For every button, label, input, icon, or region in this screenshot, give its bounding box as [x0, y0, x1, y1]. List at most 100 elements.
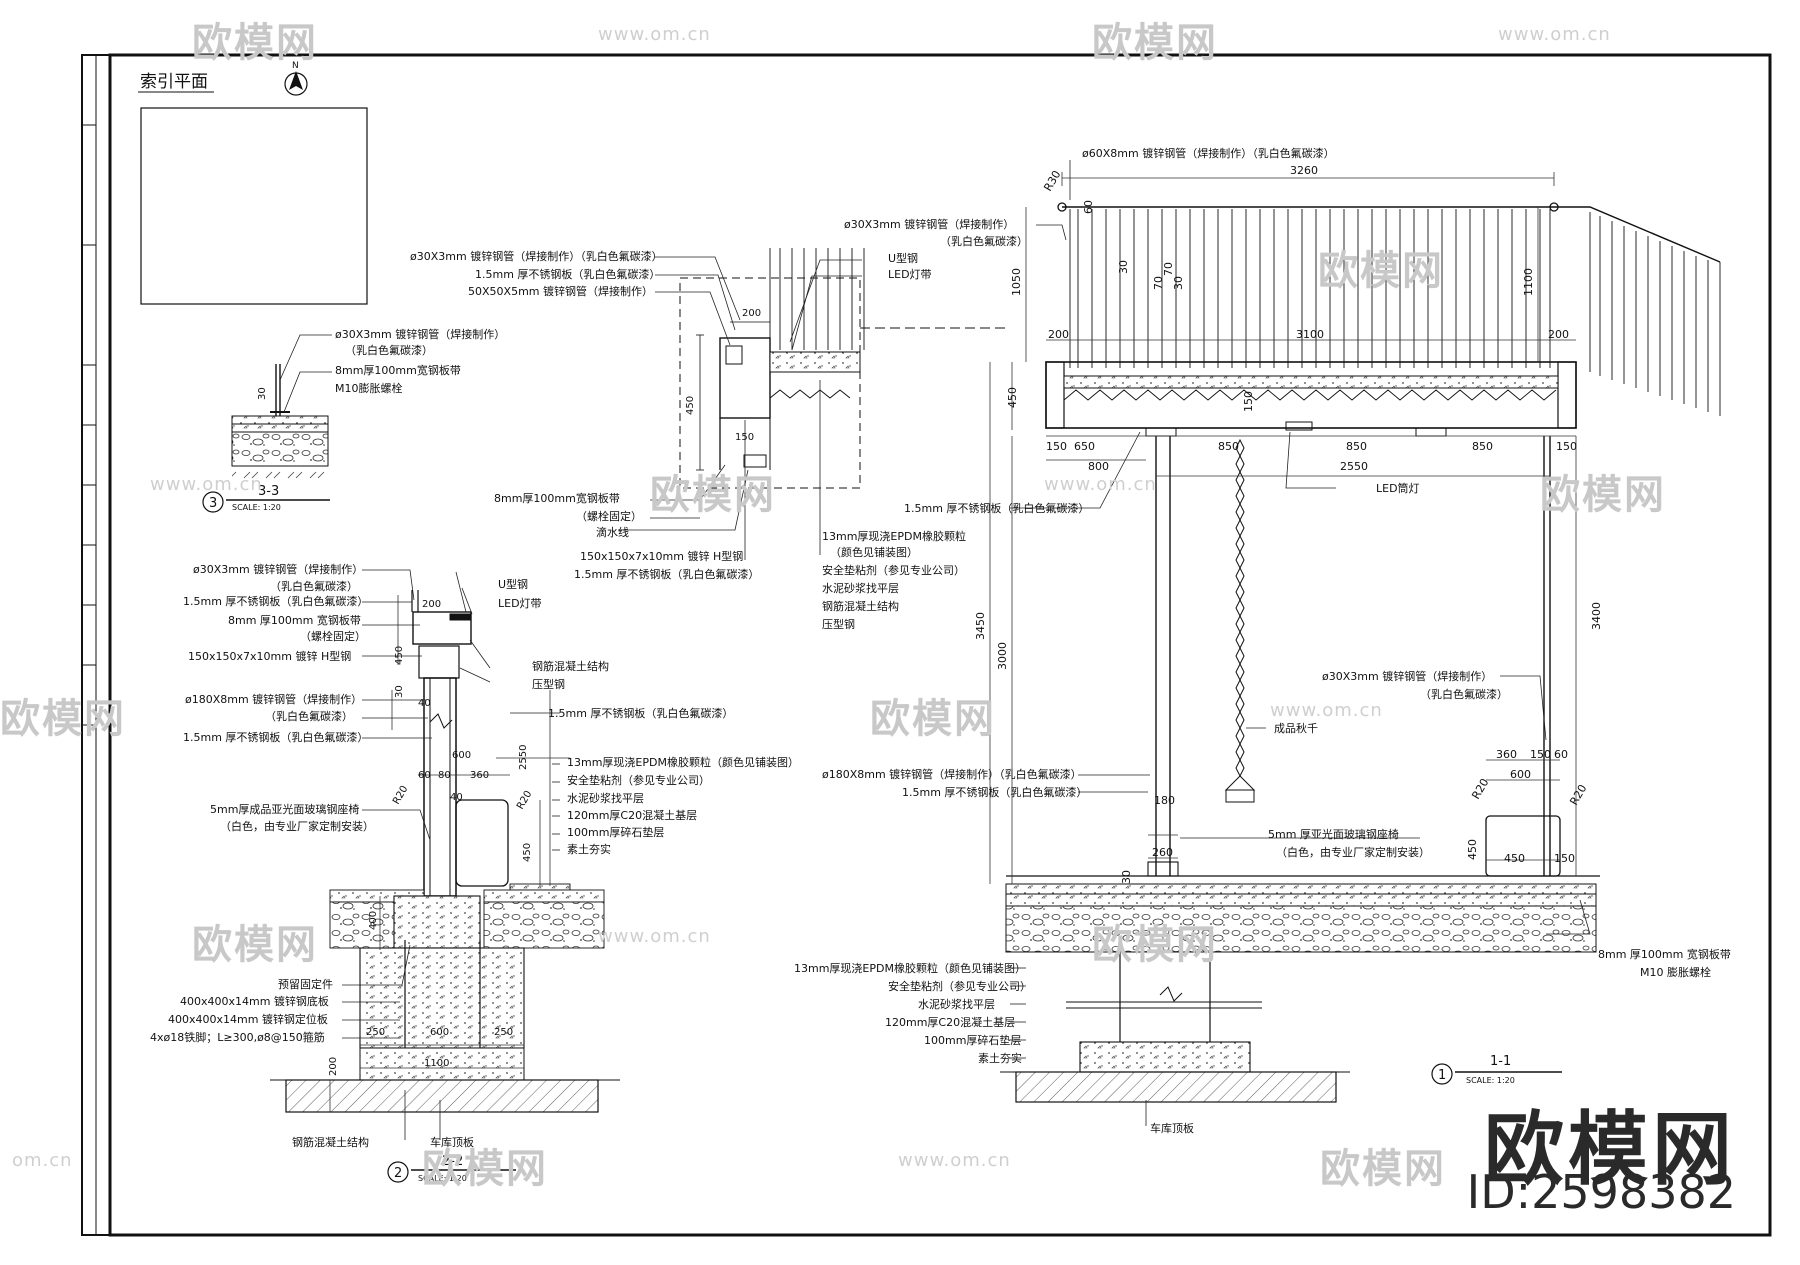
- dim-2-2-6: 600: [452, 750, 471, 761]
- label-1-1-18: 120mm厚C20混凝土基层: [885, 1015, 1015, 1029]
- section-1-1-title: 1-1: [1490, 1054, 1511, 1069]
- dim-1-1-32: 180: [1154, 794, 1175, 807]
- label-detail-15: 钢筋混凝土结构: [822, 599, 899, 613]
- side-railing: [1589, 212, 1721, 416]
- index-plan-title: 索引平面: [140, 72, 208, 92]
- dim-1-1-25: 3400: [1590, 602, 1603, 630]
- label-1-1-4: 1.5mm 厚不锈钢板（乳白色氟碳漆）: [904, 501, 1089, 515]
- dim-detail-200: 200: [742, 308, 761, 319]
- label-2-2-10: 5mm厚成品亚光面玻璃钢座椅: [210, 802, 359, 816]
- watermark: 欧模网: [192, 20, 318, 66]
- label-2-2-17: LED灯带: [498, 597, 542, 610]
- dim-1-1-36: 150: [1554, 852, 1575, 865]
- watermark: 欧模网: [0, 696, 126, 742]
- label-2-2-7: ø180X8mm 镀锌钢管（焊接制作）: [185, 692, 362, 706]
- watermark-url: om.cn: [12, 1150, 73, 1171]
- dim-1-1-3: 60: [1082, 200, 1095, 214]
- dim-2-2-15: 250: [366, 1027, 385, 1038]
- dim-1-1-5: 30: [1117, 260, 1130, 274]
- label-1-1-15: 13mm厚现浇EPDM橡胶颗粒（颜色见铺装图）: [794, 961, 1026, 975]
- section-3-3-num: 3: [209, 496, 217, 511]
- dim-2-2-17: 250: [494, 1027, 513, 1038]
- dim-1-1-35: 450: [1466, 839, 1479, 860]
- label-1-1-21: 车库顶板: [1150, 1121, 1194, 1135]
- label-2-2-28: 车库顶板: [430, 1135, 474, 1149]
- label-2-2-4: 8mm 厚100mm 宽钢板带: [228, 613, 361, 627]
- dim-1-1-37: 450: [1504, 852, 1525, 865]
- section-2-2-drawing: [270, 590, 620, 1113]
- label-2-2-1: ø30X3mm 镀锌钢管（焊接制作）: [193, 562, 363, 576]
- dim-2-2-4: 40: [418, 698, 431, 709]
- label-2-2-2: （乳白色氟碳漆）: [270, 579, 358, 593]
- label-3-3-3: 8mm厚100mm宽钢板带: [335, 363, 461, 377]
- label-1-1-2: ø30X3mm 镀锌钢管（焊接制作）: [844, 217, 1014, 231]
- dim-1-1-23: 3450: [974, 612, 987, 640]
- label-2-2-21: 13mm厚现浇EPDM橡胶颗粒（颜色见铺装图）: [567, 755, 799, 769]
- dim-1-1-33: 260: [1152, 846, 1173, 859]
- label-2-2-5: （螺栓固定）: [300, 629, 366, 643]
- label-detail-12: （颜色见铺装图）: [830, 545, 918, 559]
- dim-detail-450: 450: [685, 396, 696, 415]
- label-2-2-3: 1.5mm 厚不锈钢板（乳白色氟碳漆）: [183, 594, 368, 608]
- section-1-1-num: 1: [1438, 1068, 1446, 1083]
- dim-1-1-15: 150: [1046, 440, 1067, 453]
- section-2-2-title: 2-2: [442, 1154, 463, 1169]
- dim-2-2-7: 60: [418, 770, 431, 781]
- dim-1-1-29: 600: [1510, 768, 1531, 781]
- watermark-url: www.om.cn: [598, 24, 711, 45]
- brand-id: ID:2598382: [1466, 1165, 1736, 1219]
- dim-2-2-3: 30: [394, 685, 405, 698]
- label-1-1-12: （白色，由专业厂家定制安装）: [1276, 845, 1430, 859]
- dim-2-2-8: 80: [438, 770, 451, 781]
- watermark: 欧模网: [650, 472, 776, 518]
- index-plan-box: [140, 107, 368, 305]
- section-2-2-tag: 2 2-2 SCALE: 1:20: [387, 1154, 516, 1183]
- watermark-url: www.om.cn: [1498, 24, 1611, 45]
- dim-1-1-13: 450: [1006, 387, 1019, 408]
- watermark: 欧模网: [422, 1146, 548, 1192]
- label-2-2-13: 400x400x14mm 镀锌钢底板: [180, 994, 329, 1008]
- section-3-3-title: 3-3: [258, 484, 279, 499]
- section-2-2-dimlines: [329, 595, 570, 1112]
- dim-1-1-17: 850: [1218, 440, 1239, 453]
- dim-1-1-31: R20: [1567, 782, 1589, 807]
- detail-leaders: [618, 256, 862, 560]
- dim-2-2-9: 360: [470, 770, 489, 781]
- label-2-2-24: 120mm厚C20混凝土基层: [567, 808, 697, 822]
- label-1-1-11: 5mm 厚亚光面玻璃钢座椅: [1268, 827, 1399, 841]
- label-1-1-17: 水泥砂浆找平层: [918, 997, 995, 1011]
- label-2-2-25: 100mm厚碎石垫层: [567, 825, 664, 839]
- section-2-2-scale: SCALE: 1:20: [418, 1174, 467, 1183]
- label-1-1-3: （乳白色氟碳漆）: [940, 234, 1028, 248]
- section-3-3-leaders: [279, 334, 332, 413]
- dim-1-1-4: 1050: [1010, 268, 1023, 296]
- dim-1-1-1: 3260: [1290, 164, 1318, 177]
- railing-balusters: [1069, 209, 1551, 368]
- label-detail-14: 水泥砂浆找平层: [822, 581, 899, 595]
- section-3-3-labels: ø30X3mm 镀锌钢管（焊接制作） （乳白色氟碳漆） 8mm厚100mm宽钢板…: [335, 327, 505, 395]
- dim-1-1-9: 1100: [1522, 268, 1535, 296]
- dim-2-2-10: R20: [391, 784, 410, 807]
- watermark-url: www.om.cn: [598, 926, 711, 947]
- label-1-1-10: 1.5mm 厚不锈钢板（乳白色氟碳漆）: [902, 785, 1087, 799]
- dim-3-3-30: 30: [257, 387, 268, 400]
- label-2-2-11: （白色，由专业厂家定制安装）: [220, 819, 374, 833]
- dim-1-1-10: 200: [1048, 328, 1069, 341]
- dim-2-2-1: 200: [422, 599, 441, 610]
- section-1-1-tag: 1 1-1 SCALE: 1:20: [1431, 1054, 1562, 1085]
- label-1-1-6: 成品秋千: [1274, 721, 1318, 735]
- label-2-2-9: 1.5mm 厚不锈钢板（乳白色氟碳漆）: [183, 730, 368, 744]
- label-3-3-4: M10膨胀螺栓: [335, 381, 403, 395]
- dim-1-1-2: R30: [1041, 168, 1063, 193]
- label-2-2-23: 水泥砂浆找平层: [567, 791, 644, 805]
- dim-1-1-27: 150: [1530, 748, 1551, 761]
- section-3-3-drawing: [231, 364, 329, 480]
- label-detail-1: ø30X3mm 镀锌钢管（焊接制作）（乳白色氟碳漆）: [410, 249, 663, 263]
- dim-1-1-8: 30: [1172, 276, 1185, 290]
- watermark: 欧模网: [1092, 922, 1218, 968]
- label-1-1-7: ø30X3mm 镀锌钢管（焊接制作）: [1322, 669, 1492, 683]
- label-1-1-13: 8mm 厚100mm 宽钢板带: [1598, 947, 1731, 961]
- north-label: N: [292, 61, 299, 71]
- dim-1-1-34: 30: [1120, 870, 1133, 884]
